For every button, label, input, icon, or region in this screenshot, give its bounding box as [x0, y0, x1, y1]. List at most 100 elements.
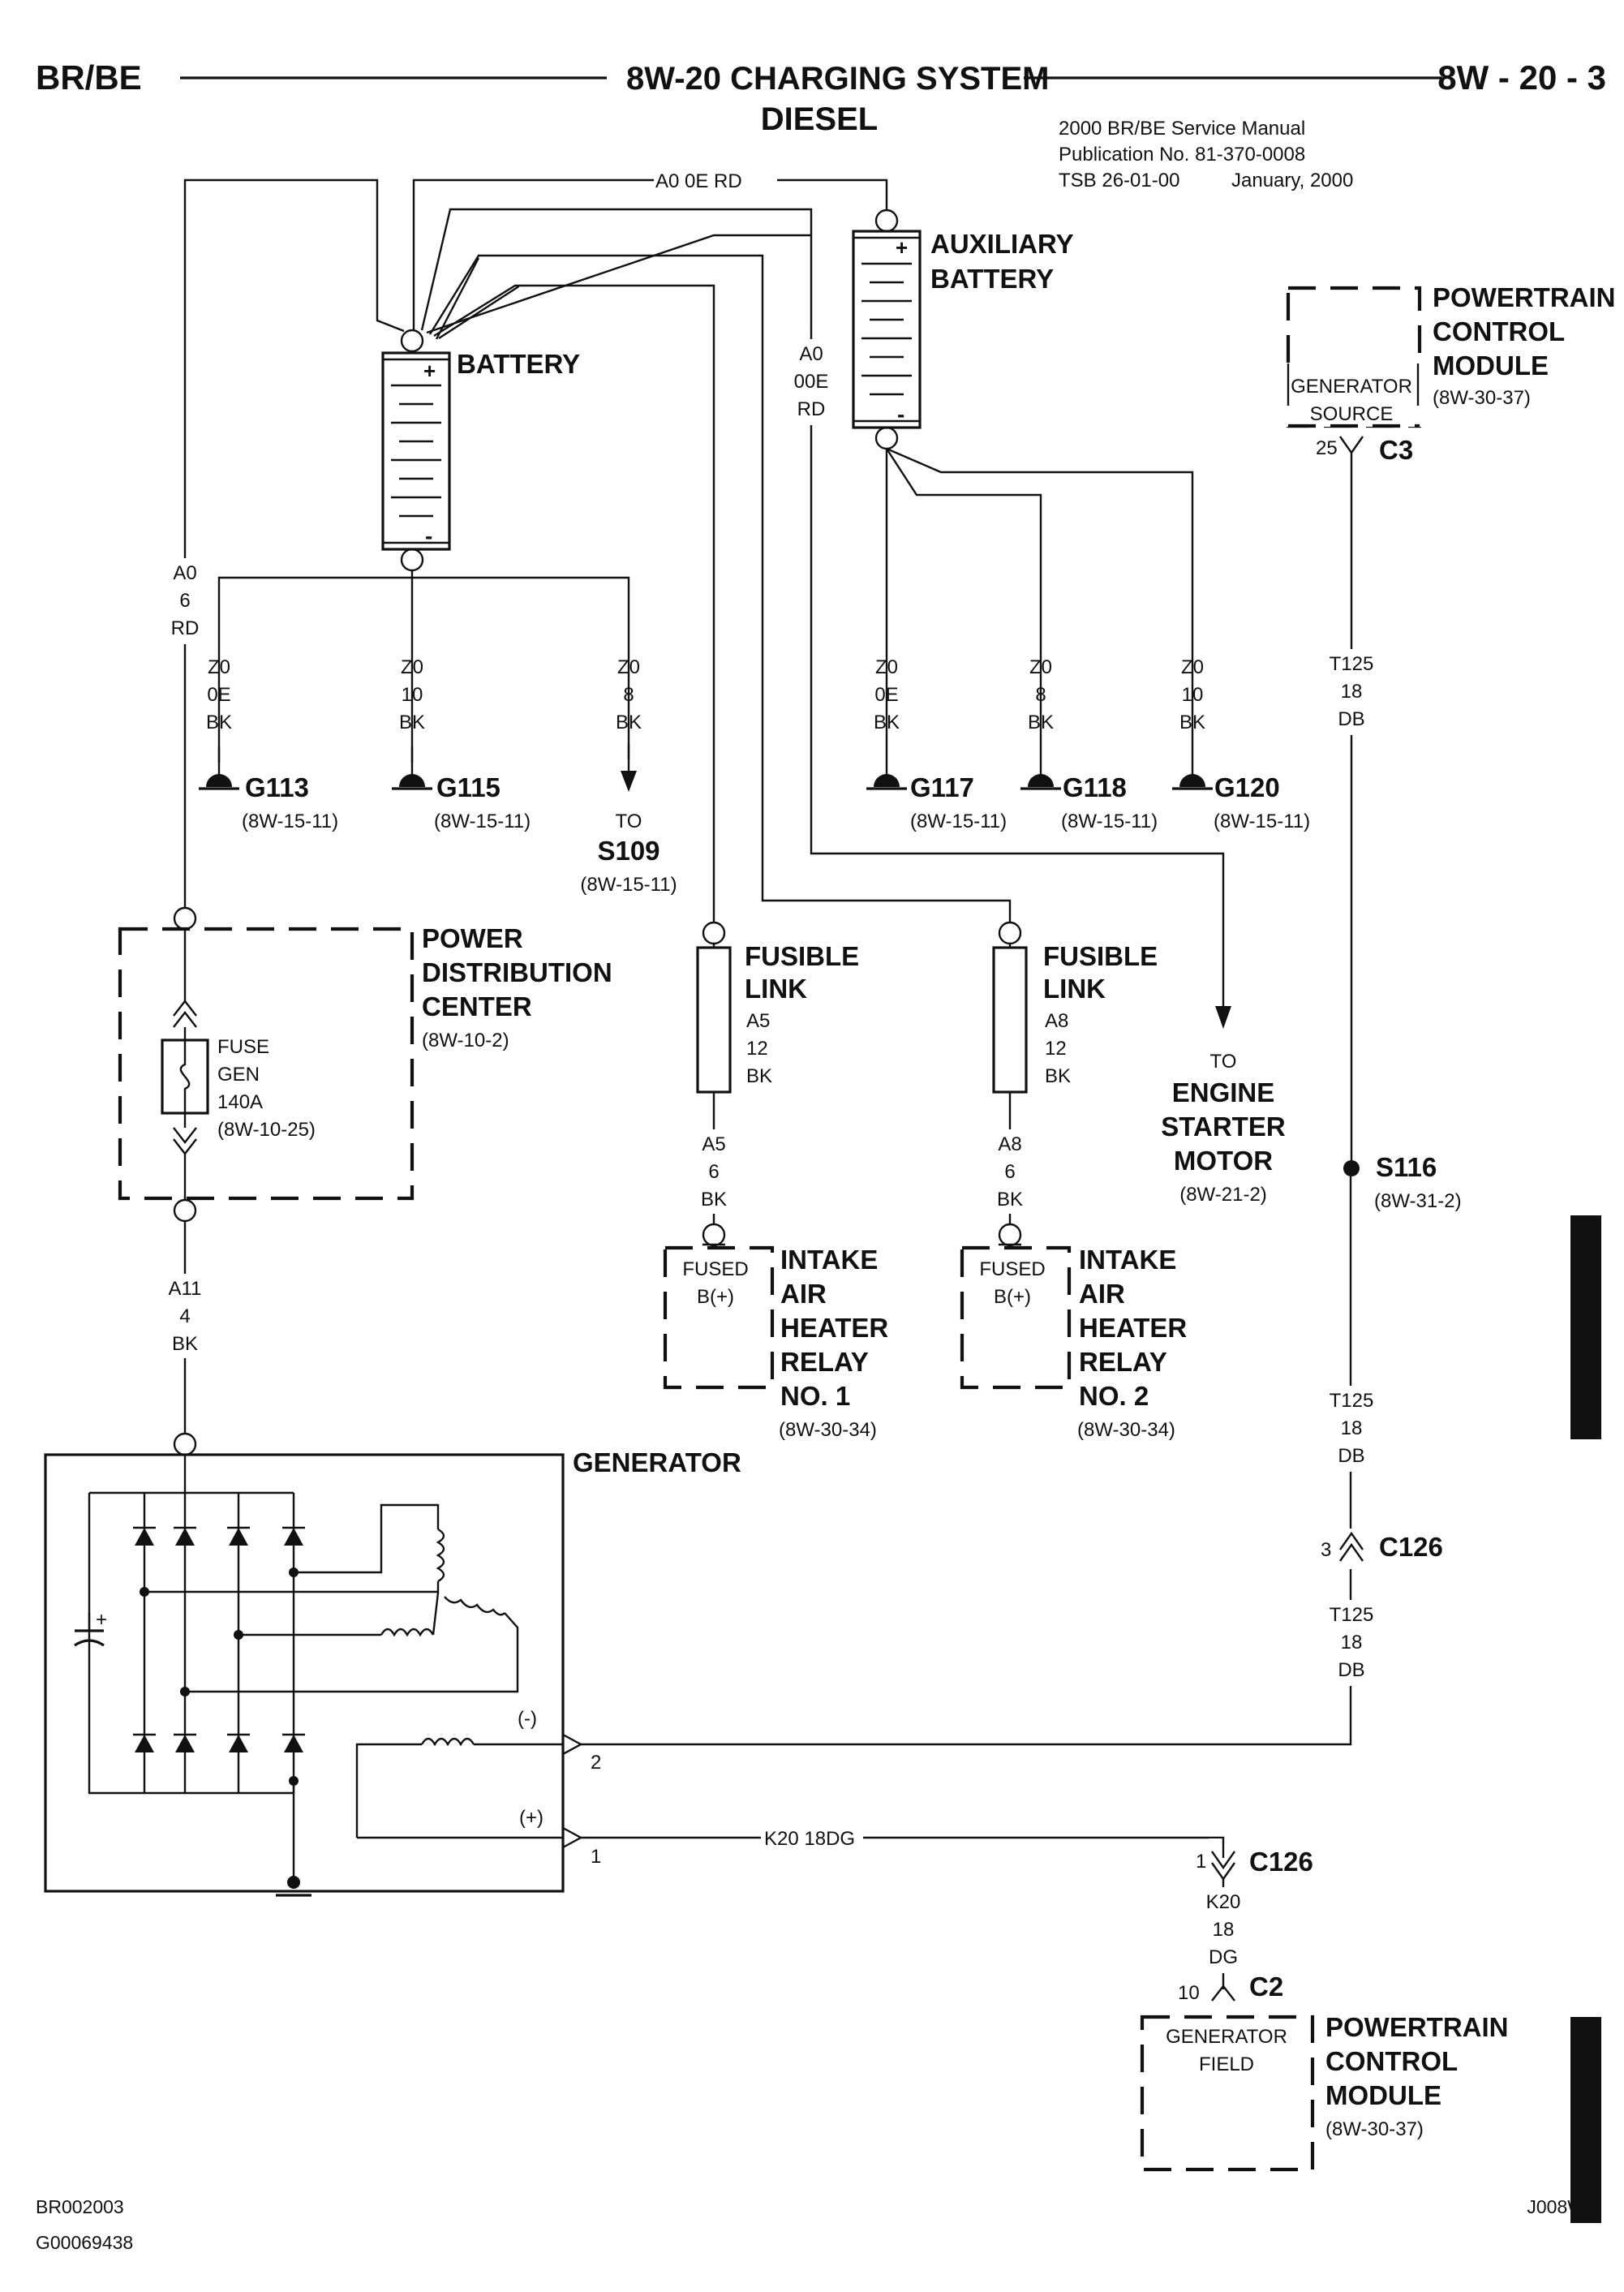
ground-g117-label: G117 — [910, 772, 974, 802]
fuse-label-1: FUSE — [217, 1036, 269, 1058]
battery-ground-wires — [217, 570, 630, 763]
tsb-date: January, 2000 — [1231, 170, 1353, 191]
wire-t125-3-2: 18 — [1341, 1632, 1363, 1653]
wire-aux-z0-8-3: BK — [1028, 712, 1054, 733]
connector-c3-icon — [1339, 436, 1364, 455]
ground-g115-ref: (8W-15-11) — [434, 811, 531, 832]
ground-g117-ref: (8W-15-11) — [910, 811, 1007, 832]
aux-battery-label-2: BATTERY — [930, 264, 1054, 294]
c2-label: C2 — [1249, 1972, 1283, 2002]
fusible-link-2-wire-1: A8 — [1045, 1010, 1068, 1032]
fuse-label-4: (8W-10-25) — [217, 1119, 316, 1141]
pcm-gen-source-1: GENERATOR — [1291, 376, 1412, 398]
wire-aux-z0-8-2: 8 — [1035, 684, 1046, 706]
svg-text:-: - — [425, 523, 432, 548]
fusible-link-1-wire-3: BK — [746, 1065, 772, 1087]
wire-a0-top: A0 0E RD — [655, 170, 742, 192]
wire-a0-left-2: 6 — [179, 590, 190, 612]
ground-g120-label: G120 — [1214, 772, 1280, 802]
section-tab-lower — [1570, 2017, 1601, 2223]
ground-g113-label: G113 — [245, 772, 309, 802]
pdc-label-3: CENTER — [422, 991, 532, 1021]
wire-aux-z0-0e-1: Z0 — [875, 656, 898, 678]
wire-a5-2: 6 — [708, 1161, 719, 1183]
ground-g117-icon — [866, 774, 907, 790]
starter-label-1: ENGINE — [1172, 1077, 1275, 1107]
pcm-upper-label-3: MODULE — [1433, 350, 1549, 381]
svg-text:+: + — [96, 1609, 107, 1631]
pcm-lower-box — [1140, 2015, 1315, 2172]
arrow-to-starter-icon — [1215, 1006, 1231, 1029]
relay-1-label-3: HEATER — [780, 1313, 888, 1343]
connector-c126-lower-icon — [1211, 1851, 1235, 1870]
connector-pin-1-icon — [562, 1826, 583, 1849]
relay-2-label-5: NO. 2 — [1079, 1381, 1149, 1411]
pcm-lower-label-1: POWERTRAIN — [1325, 2012, 1509, 2042]
c126-lower-pin: 1 — [1196, 1851, 1206, 1873]
fusible-link-1-wire-2: 12 — [746, 1038, 768, 1060]
wire-k20-v-1: K20 — [1206, 1891, 1241, 1913]
wire-a0-mid-1: A0 — [799, 343, 823, 365]
pcm-upper-ref: (8W-30-37) — [1433, 387, 1531, 409]
generator-box — [44, 1453, 565, 1893]
wire-aux-z0-0e-2: 0E — [874, 684, 898, 706]
battery-label: BATTERY — [457, 349, 580, 379]
fusible-link-1-label-2: LINK — [745, 974, 807, 1004]
wire-a11-2: 4 — [179, 1305, 190, 1327]
relay-1-label-5: NO. 1 — [780, 1381, 850, 1411]
wire-k20-h: K20 18DG — [764, 1828, 855, 1850]
wire-a8-3: BK — [997, 1189, 1023, 1211]
fusible-link-2-wire-3: BK — [1045, 1065, 1071, 1087]
battery: + - — [381, 329, 451, 572]
c126-lower-label: C126 — [1249, 1847, 1313, 1877]
header-left: BR/BE — [36, 58, 142, 97]
wire-t125-2-2: 18 — [1341, 1417, 1363, 1439]
generator-internal: + — [74, 1455, 563, 1897]
c126-upper-pin: 3 — [1321, 1539, 1331, 1561]
c2-pin: 10 — [1178, 1982, 1200, 2004]
ground-g118-ref: (8W-15-11) — [1061, 811, 1158, 832]
manual-name: 2000 BR/BE Service Manual — [1059, 118, 1305, 140]
generator-field-wire — [581, 1836, 1225, 1858]
relay-1-label-1: INTAKE — [780, 1245, 878, 1275]
wire-aux-z0-10-3: BK — [1179, 712, 1205, 733]
aux-battery-ground-wires — [885, 447, 1194, 777]
relay-2-ref: (8W-30-34) — [1077, 1419, 1175, 1441]
footer-code-right: J008W-9 — [1527, 2196, 1601, 2217]
ground-g113-ref: (8W-15-11) — [242, 811, 338, 832]
wire-k20-v-3: DG — [1209, 1946, 1238, 1968]
ground-g115-label: G115 — [436, 772, 501, 802]
to-s109-1: TO — [616, 811, 642, 832]
pcm-lower-label-2: CONTROL — [1325, 2046, 1458, 2076]
auxiliary-battery: + - — [852, 209, 922, 450]
aux-battery-label-1: AUXILIARY — [930, 229, 1074, 259]
fuse-label-2: GEN — [217, 1064, 260, 1086]
connector-c126-upper-icon — [1339, 1531, 1364, 1550]
relay-1-box — [663, 1245, 775, 1390]
pcm-gen-source-2: SOURCE — [1310, 403, 1394, 425]
pdc-label-1: POWER — [422, 923, 523, 953]
starter-label-3: MOTOR — [1174, 1146, 1273, 1176]
relay-2-label-3: HEATER — [1079, 1313, 1187, 1343]
fuse-label-3: 140A — [217, 1091, 263, 1113]
wire-z0-8-3: BK — [616, 712, 642, 733]
to-s109-2: S109 — [597, 836, 659, 866]
relay-2-fused-2: B(+) — [994, 1286, 1031, 1308]
pcm-upper-label-1: POWERTRAIN — [1433, 282, 1616, 312]
relay-2-label-2: AIR — [1079, 1279, 1125, 1309]
wire-a8-2: 6 — [1004, 1161, 1015, 1183]
starter-to: TO — [1210, 1051, 1237, 1073]
ground-g113-icon — [199, 774, 239, 790]
pcm-gen-field-2: FIELD — [1199, 2053, 1254, 2075]
section-tab-upper — [1570, 1215, 1601, 1439]
relay-2-label-4: RELAY — [1079, 1347, 1167, 1377]
c3-label: C3 — [1379, 435, 1413, 465]
wire-t125-1-3: DB — [1338, 708, 1364, 730]
generator-source-wire — [581, 1168, 1352, 1746]
fusible-link-2-wire-2: 12 — [1045, 1038, 1067, 1060]
s116-ref: (8W-31-2) — [1374, 1190, 1462, 1212]
pdc-label-2: DISTRIBUTION — [422, 957, 612, 987]
fusible-link-2-label-1: FUSIBLE — [1043, 941, 1158, 971]
page-title: 8W-20 CHARGING SYSTEM — [626, 61, 1049, 97]
